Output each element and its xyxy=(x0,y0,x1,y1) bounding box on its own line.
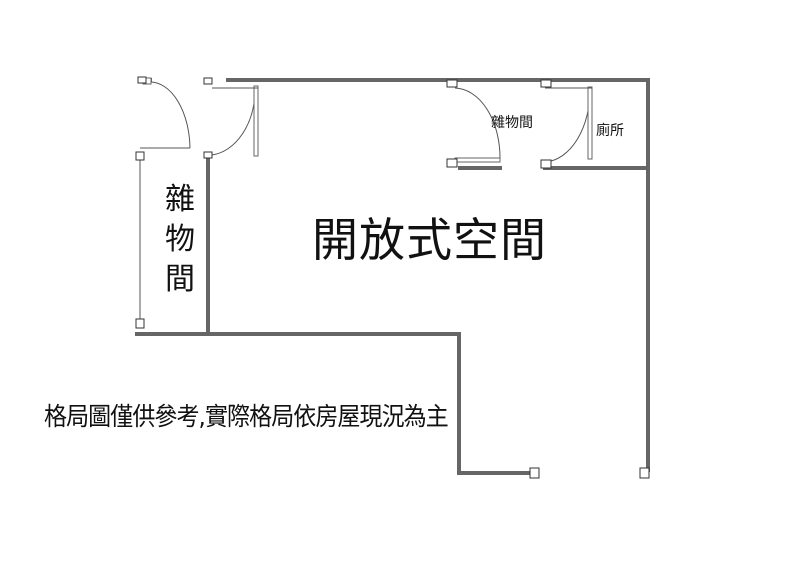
room-label-storage-left: 雜物間 xyxy=(165,182,195,297)
door-arc-entrance-left xyxy=(149,81,191,149)
door-arc-storage-top xyxy=(454,87,501,161)
disclaimer-text: 格局圖僅供參考,實際格局依房屋現況為主 xyxy=(44,402,449,431)
door-jamb-entrance-5 xyxy=(135,318,145,329)
door-jamb-storage-top-2 xyxy=(446,158,458,168)
door-jamb-toilet-1 xyxy=(540,79,552,88)
door-jamb-toilet-2 xyxy=(540,159,552,169)
door-leaf-storage-top xyxy=(454,157,501,163)
door-arc-toilet xyxy=(544,87,591,163)
door-jamb-entrance-2 xyxy=(203,77,213,85)
room-label-open-space: 開放式空間 xyxy=(312,213,547,267)
room-label-storage-top: 雜物間 xyxy=(491,115,533,131)
door-jamb-entrance-4 xyxy=(135,151,145,161)
door-leaf-entrance-right xyxy=(253,85,259,157)
door-leaf-toilet xyxy=(587,86,593,160)
room-label-toilet: 廁所 xyxy=(596,123,624,139)
wall-end-marker-2 xyxy=(639,467,650,479)
door-jamb-storage-top-1 xyxy=(446,79,458,88)
door-jamb-entrance-1 xyxy=(137,76,147,84)
door-arc-entrance-right xyxy=(211,89,256,156)
door-jamb-entrance-3 xyxy=(203,151,213,159)
wall-end-marker-1 xyxy=(529,467,540,479)
